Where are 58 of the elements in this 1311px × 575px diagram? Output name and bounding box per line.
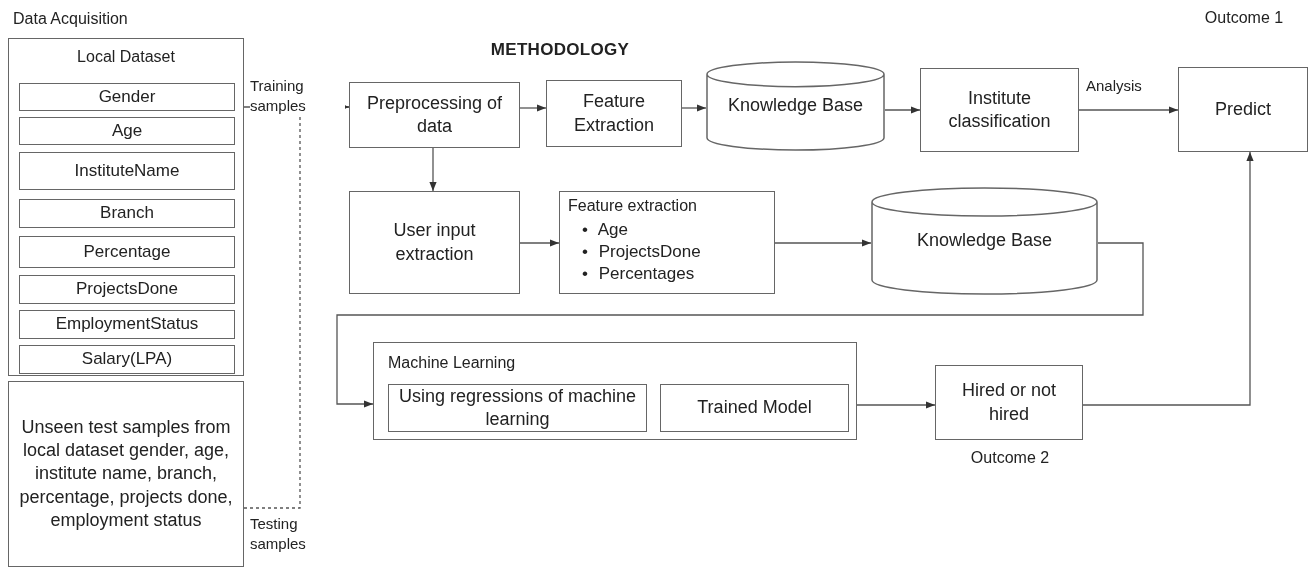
box-label: Unseen test samples from local dataset gender, age, institute name, branch, percentage, projects done, employment status	[18, 415, 234, 533]
arrow	[856, 401, 936, 409]
box-label: User input extraction	[392, 219, 477, 266]
process-box	[546, 80, 682, 147]
dashed-arrow	[243, 103, 350, 509]
arrow	[519, 104, 547, 112]
machine-learning-group	[373, 342, 857, 440]
arrow	[1082, 151, 1254, 406]
outcome-label: Outcome 2	[969, 448, 1051, 468]
box-label: EmploymentStatus	[55, 313, 199, 336]
box-label: Using regressions of machine learning	[397, 384, 638, 431]
section-heading: Data Acquisition	[13, 9, 128, 29]
field-box	[19, 236, 235, 268]
field-box	[19, 199, 235, 228]
box-label: Institute classification	[947, 86, 1052, 133]
box-label: Preprocessing of data	[365, 91, 504, 138]
field-box	[19, 310, 235, 339]
field-box	[19, 152, 235, 190]
diagram-title: METHODOLOGY	[489, 40, 631, 60]
bullet-item: • ProjectsDone	[582, 240, 701, 263]
field-box	[19, 275, 235, 304]
box-label: Salary(LPA)	[81, 348, 173, 371]
box-label: Knowledge Base	[916, 229, 1053, 253]
box-label: Knowledge Base	[727, 94, 864, 118]
box-label: Age	[111, 119, 143, 142]
bullet-item: • Age	[582, 218, 629, 241]
field-box	[19, 83, 235, 111]
arrow	[336, 242, 1144, 408]
feature-list-box	[559, 191, 775, 294]
box-label: Feature Extraction	[572, 90, 655, 137]
box-label: Branch	[100, 202, 154, 225]
arrow	[884, 106, 921, 114]
process-box	[8, 381, 244, 567]
arrow	[681, 104, 707, 112]
box-label: InstituteName	[74, 159, 180, 182]
database-cylinder	[706, 62, 885, 150]
field-box	[19, 117, 235, 145]
box-label: Predict	[1215, 97, 1271, 121]
outcome-label: Outcome 1	[1203, 8, 1285, 28]
process-box	[660, 384, 849, 432]
arrow	[774, 239, 872, 247]
box-label: Trained Model	[697, 396, 812, 420]
database-cylinder	[871, 188, 1098, 294]
list-heading: Feature extraction	[568, 196, 697, 216]
box-label: Gender	[98, 85, 156, 108]
process-box	[349, 82, 520, 148]
box-label: Hired or not hired	[960, 379, 1057, 426]
field-box	[19, 345, 235, 374]
bullet-item: • Percentages	[582, 263, 696, 285]
process-box	[920, 68, 1079, 152]
panel-heading: Local Dataset	[76, 47, 176, 67]
arrow	[519, 239, 560, 247]
group-heading: Machine Learning	[388, 353, 516, 373]
arrow	[1078, 106, 1179, 114]
arrow	[429, 147, 437, 192]
box-label: ProjectsDone	[75, 278, 179, 301]
process-box	[349, 191, 520, 294]
box-label: Percentage	[83, 240, 171, 263]
